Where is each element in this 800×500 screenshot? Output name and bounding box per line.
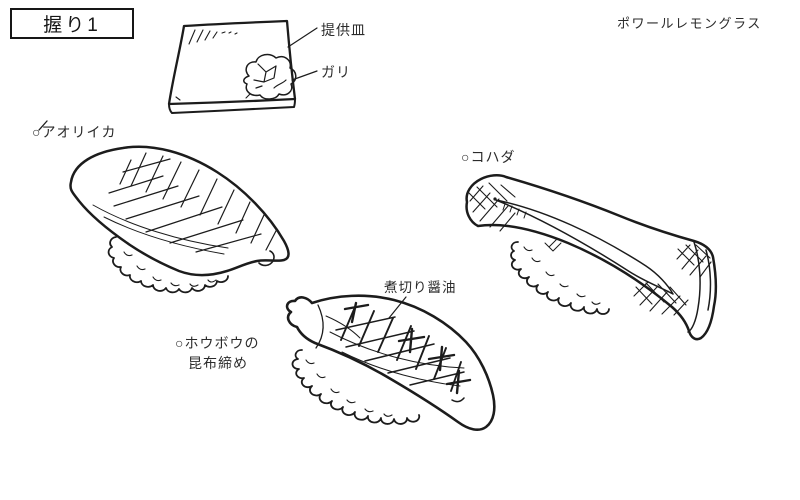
tip-hook bbox=[451, 397, 465, 403]
rice-texture bbox=[523, 246, 601, 305]
plate-dot-marks bbox=[175, 31, 238, 101]
rice-texture bbox=[123, 251, 217, 287]
hobo-kobujime-sushi-sketch bbox=[285, 294, 496, 432]
label-hobo-line2: 昆布締め bbox=[188, 355, 248, 371]
label-aori-ika: ○アオリイカ bbox=[32, 124, 117, 140]
score-hatch-falling bbox=[119, 152, 278, 251]
squid-slice bbox=[69, 145, 290, 277]
hatch-bottom-right bbox=[633, 281, 689, 316]
sauce-hatch-falling bbox=[340, 306, 462, 392]
slit-start-dot bbox=[493, 197, 497, 201]
label-kohada: ○コハダ bbox=[461, 149, 516, 165]
kohada-sushi-sketch bbox=[465, 174, 718, 341]
hatch-right-top bbox=[676, 244, 712, 278]
check-tick-mark bbox=[38, 120, 48, 131]
plate-hatch-marks bbox=[188, 29, 218, 45]
leader-line-nikiri-shoyu bbox=[388, 296, 407, 319]
rice-scallops bbox=[291, 349, 421, 425]
pairing-note: ポワールレモングラス bbox=[617, 16, 762, 31]
gari-sketch bbox=[243, 53, 297, 100]
sauce-bold-crosses bbox=[343, 301, 472, 395]
label-hobo-line1: ○ホウボウの bbox=[175, 335, 260, 351]
leader-line-gari bbox=[291, 70, 318, 81]
tip-fold bbox=[258, 250, 275, 267]
serving-plate-sketch bbox=[167, 19, 297, 114]
label-hobo-kobujime: ○ホウボウの 昆布締め bbox=[175, 333, 259, 373]
fish-slab bbox=[465, 174, 718, 341]
rice-texture bbox=[305, 359, 393, 417]
label-gari: ガリ bbox=[321, 64, 351, 80]
sauce-hatch-rising bbox=[335, 316, 465, 386]
title-box: 握り1 bbox=[10, 8, 134, 39]
surface-contours bbox=[92, 204, 229, 255]
leader-line-serving-plate bbox=[287, 27, 318, 48]
tail-inner-line bbox=[315, 304, 324, 349]
label-serving-plate: 提供皿 bbox=[321, 22, 366, 38]
page-title: 握り1 bbox=[43, 15, 101, 36]
hatch-mid-small bbox=[544, 238, 562, 252]
slit-ticks bbox=[502, 203, 527, 219]
aori-ika-sushi-sketch bbox=[69, 145, 290, 294]
score-hatch-rising bbox=[108, 158, 262, 253]
label-nikiri-shoyu: 煮切り醤油 bbox=[384, 280, 457, 295]
hatch-left-end bbox=[468, 182, 516, 232]
